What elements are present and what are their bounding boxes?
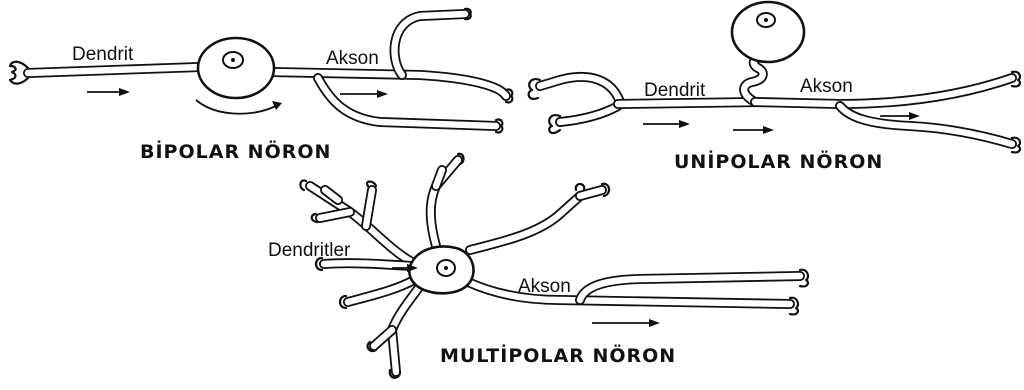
unipolar-flow-arrow-3 [880,112,920,120]
bipolar-neuron: Dendrit Akson BİPOLAR NÖRON [10,9,512,163]
bipolar-axon-label: Akson [326,48,379,69]
bipolar-dendrite [10,62,200,84]
bipolar-flow-arrow-2 [196,100,282,114]
multipolar-dendrite-label: Dendritler [268,240,351,261]
unipolar-stem [744,58,764,102]
bipolar-axon [272,9,512,133]
multipolar-neuron: Dendritler Akson MULTİPOLAR NÖRON [268,154,808,378]
unipolar-title: UNİPOLAR NÖRON [674,149,883,173]
bipolar-dendrite-label: Dendrit [72,44,134,65]
unipolar-flow-arrow-1 [643,120,690,128]
unipolar-dendrite-label: Dendrit [644,80,706,101]
unipolar-axon [755,72,1020,153]
bipolar-flow-arrow-1 [87,88,130,96]
unipolar-cell-body [732,2,804,62]
unipolar-axon-label: Akson [800,76,853,97]
multipolar-flow-arrow-2 [592,319,660,327]
multipolar-title: MULTİPOLAR NÖRON [440,343,676,367]
unipolar-flow-arrow-2 [733,126,774,134]
multipolar-axon-label: Akson [518,276,571,297]
unipolar-neuron: Dendrit Akson UNİPOLAR NÖRON [529,2,1020,173]
bipolar-flow-arrow-3 [340,90,388,98]
bipolar-title: BİPOLAR NÖRON [140,139,331,163]
